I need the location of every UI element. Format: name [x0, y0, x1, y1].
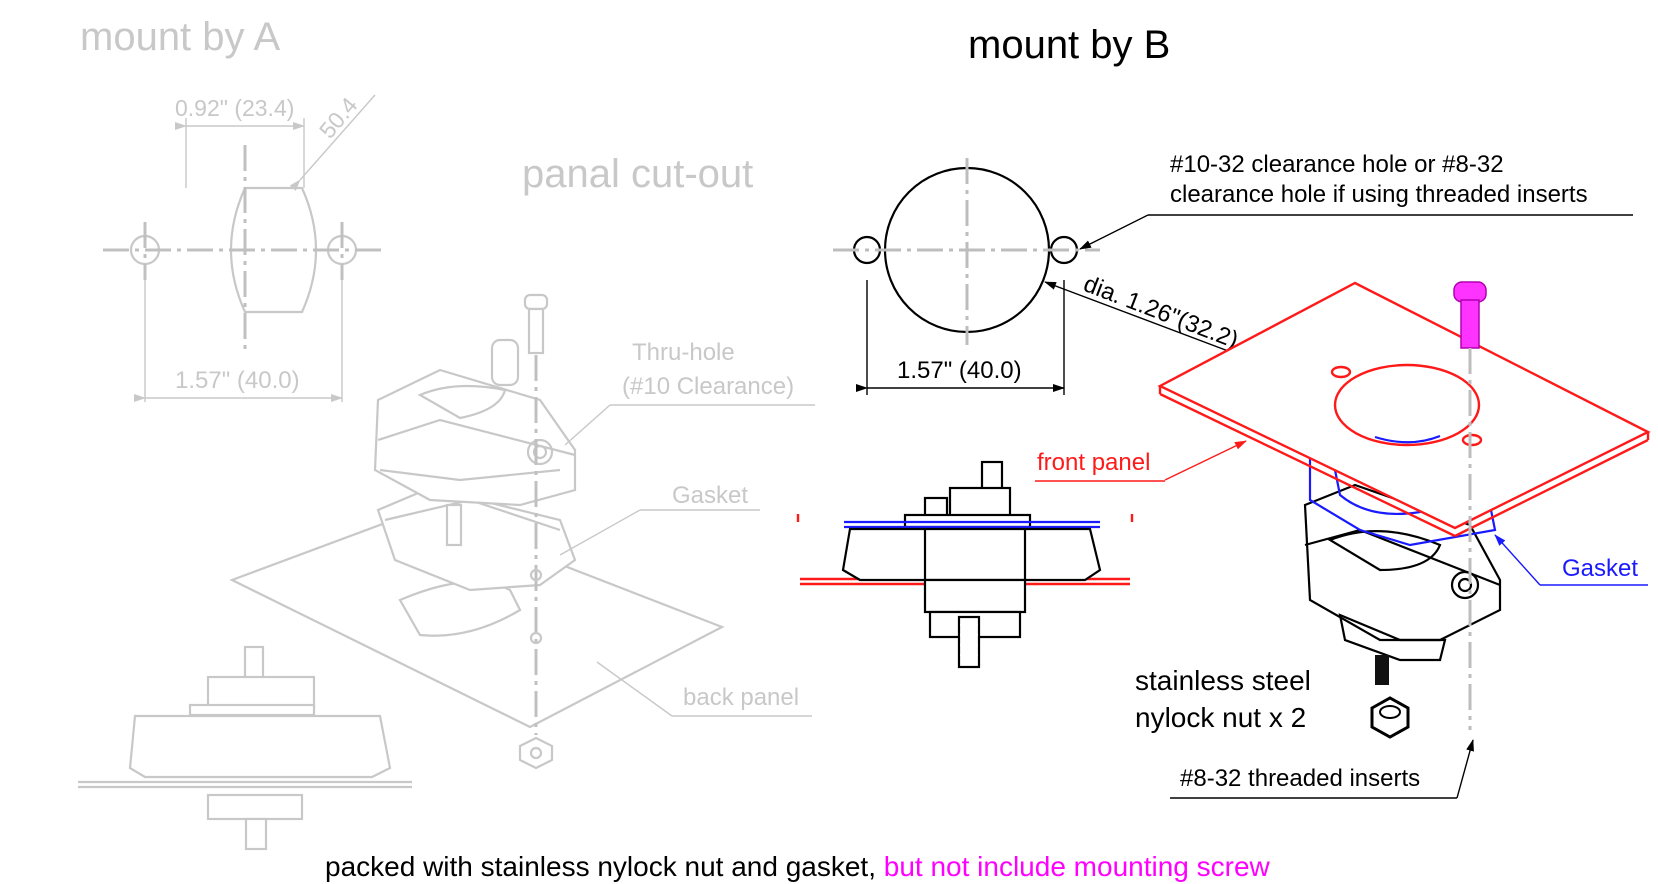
thru-hole-label-line2: (#10 Clearance)	[622, 373, 794, 400]
mount-a-title: mount by A	[80, 15, 280, 59]
mount-a-callouts: Thru-hole (#10 Clearance) Gasket back pa…	[559, 339, 815, 717]
dia-label: dia. 1.26"(32.2)	[1080, 270, 1242, 354]
clearance-label-line1: #10-32 clearance hole or #8-32	[1170, 151, 1504, 178]
back-panel-label: back panel	[683, 684, 799, 711]
mount-b-callouts: front panel Gasket stainless steel nyloc…	[1035, 440, 1648, 799]
mount-a-isometric-assembly	[229, 293, 725, 770]
mount-b-cutout-drawing: 1.57" (40.0) dia. 1.26"(32.2) #10-32 cle…	[833, 151, 1633, 395]
mount-a-dim-bottom: 1.57" (40.0)	[175, 367, 300, 394]
nut-label-line2: nylock nut x 2	[1135, 702, 1306, 733]
footer-main-text: packed with stainless nylock nut and gas…	[325, 851, 884, 882]
mount-a-dim-top: 0.92" (23.4)	[175, 95, 294, 121]
mount-a-side-view	[78, 645, 412, 851]
mount-b-title: mount by B	[968, 23, 1170, 67]
mount-b-isometric-assembly	[1157, 281, 1651, 739]
clearance-label-line2: clearance hole if using threaded inserts	[1170, 181, 1588, 208]
mount-b-dim-bottom: 1.57" (40.0)	[897, 357, 1022, 384]
mount-b-gasket-label: Gasket	[1562, 555, 1638, 582]
mount-a-gasket-label: Gasket	[672, 482, 748, 509]
mount-a-section: mount by A 0.92" (23.4) 50.4 1.57" (40.0…	[78, 15, 815, 851]
thru-hole-label-line1: Thru-hole	[632, 339, 735, 366]
nut-label-line1: stainless steel	[1135, 665, 1311, 696]
mounting-screw-icon	[1453, 281, 1487, 303]
footer-highlight-text: but not include mounting screw	[884, 851, 1271, 882]
footer-note: packed with stainless nylock nut and gas…	[325, 851, 1271, 882]
front-panel-label: front panel	[1037, 449, 1150, 476]
mount-b-section: mount by B 1.57" (40.0) dia. 1.26"(32.2)…	[796, 23, 1651, 799]
mount-a-cutout-drawing: 0.92" (23.4) 50.4 1.57" (40.0)	[103, 92, 382, 402]
threaded-inserts-label: #8-32 threaded inserts	[1180, 765, 1420, 792]
mount-b-side-view	[796, 460, 1134, 669]
cutout-title: panal cut-out	[522, 152, 753, 196]
